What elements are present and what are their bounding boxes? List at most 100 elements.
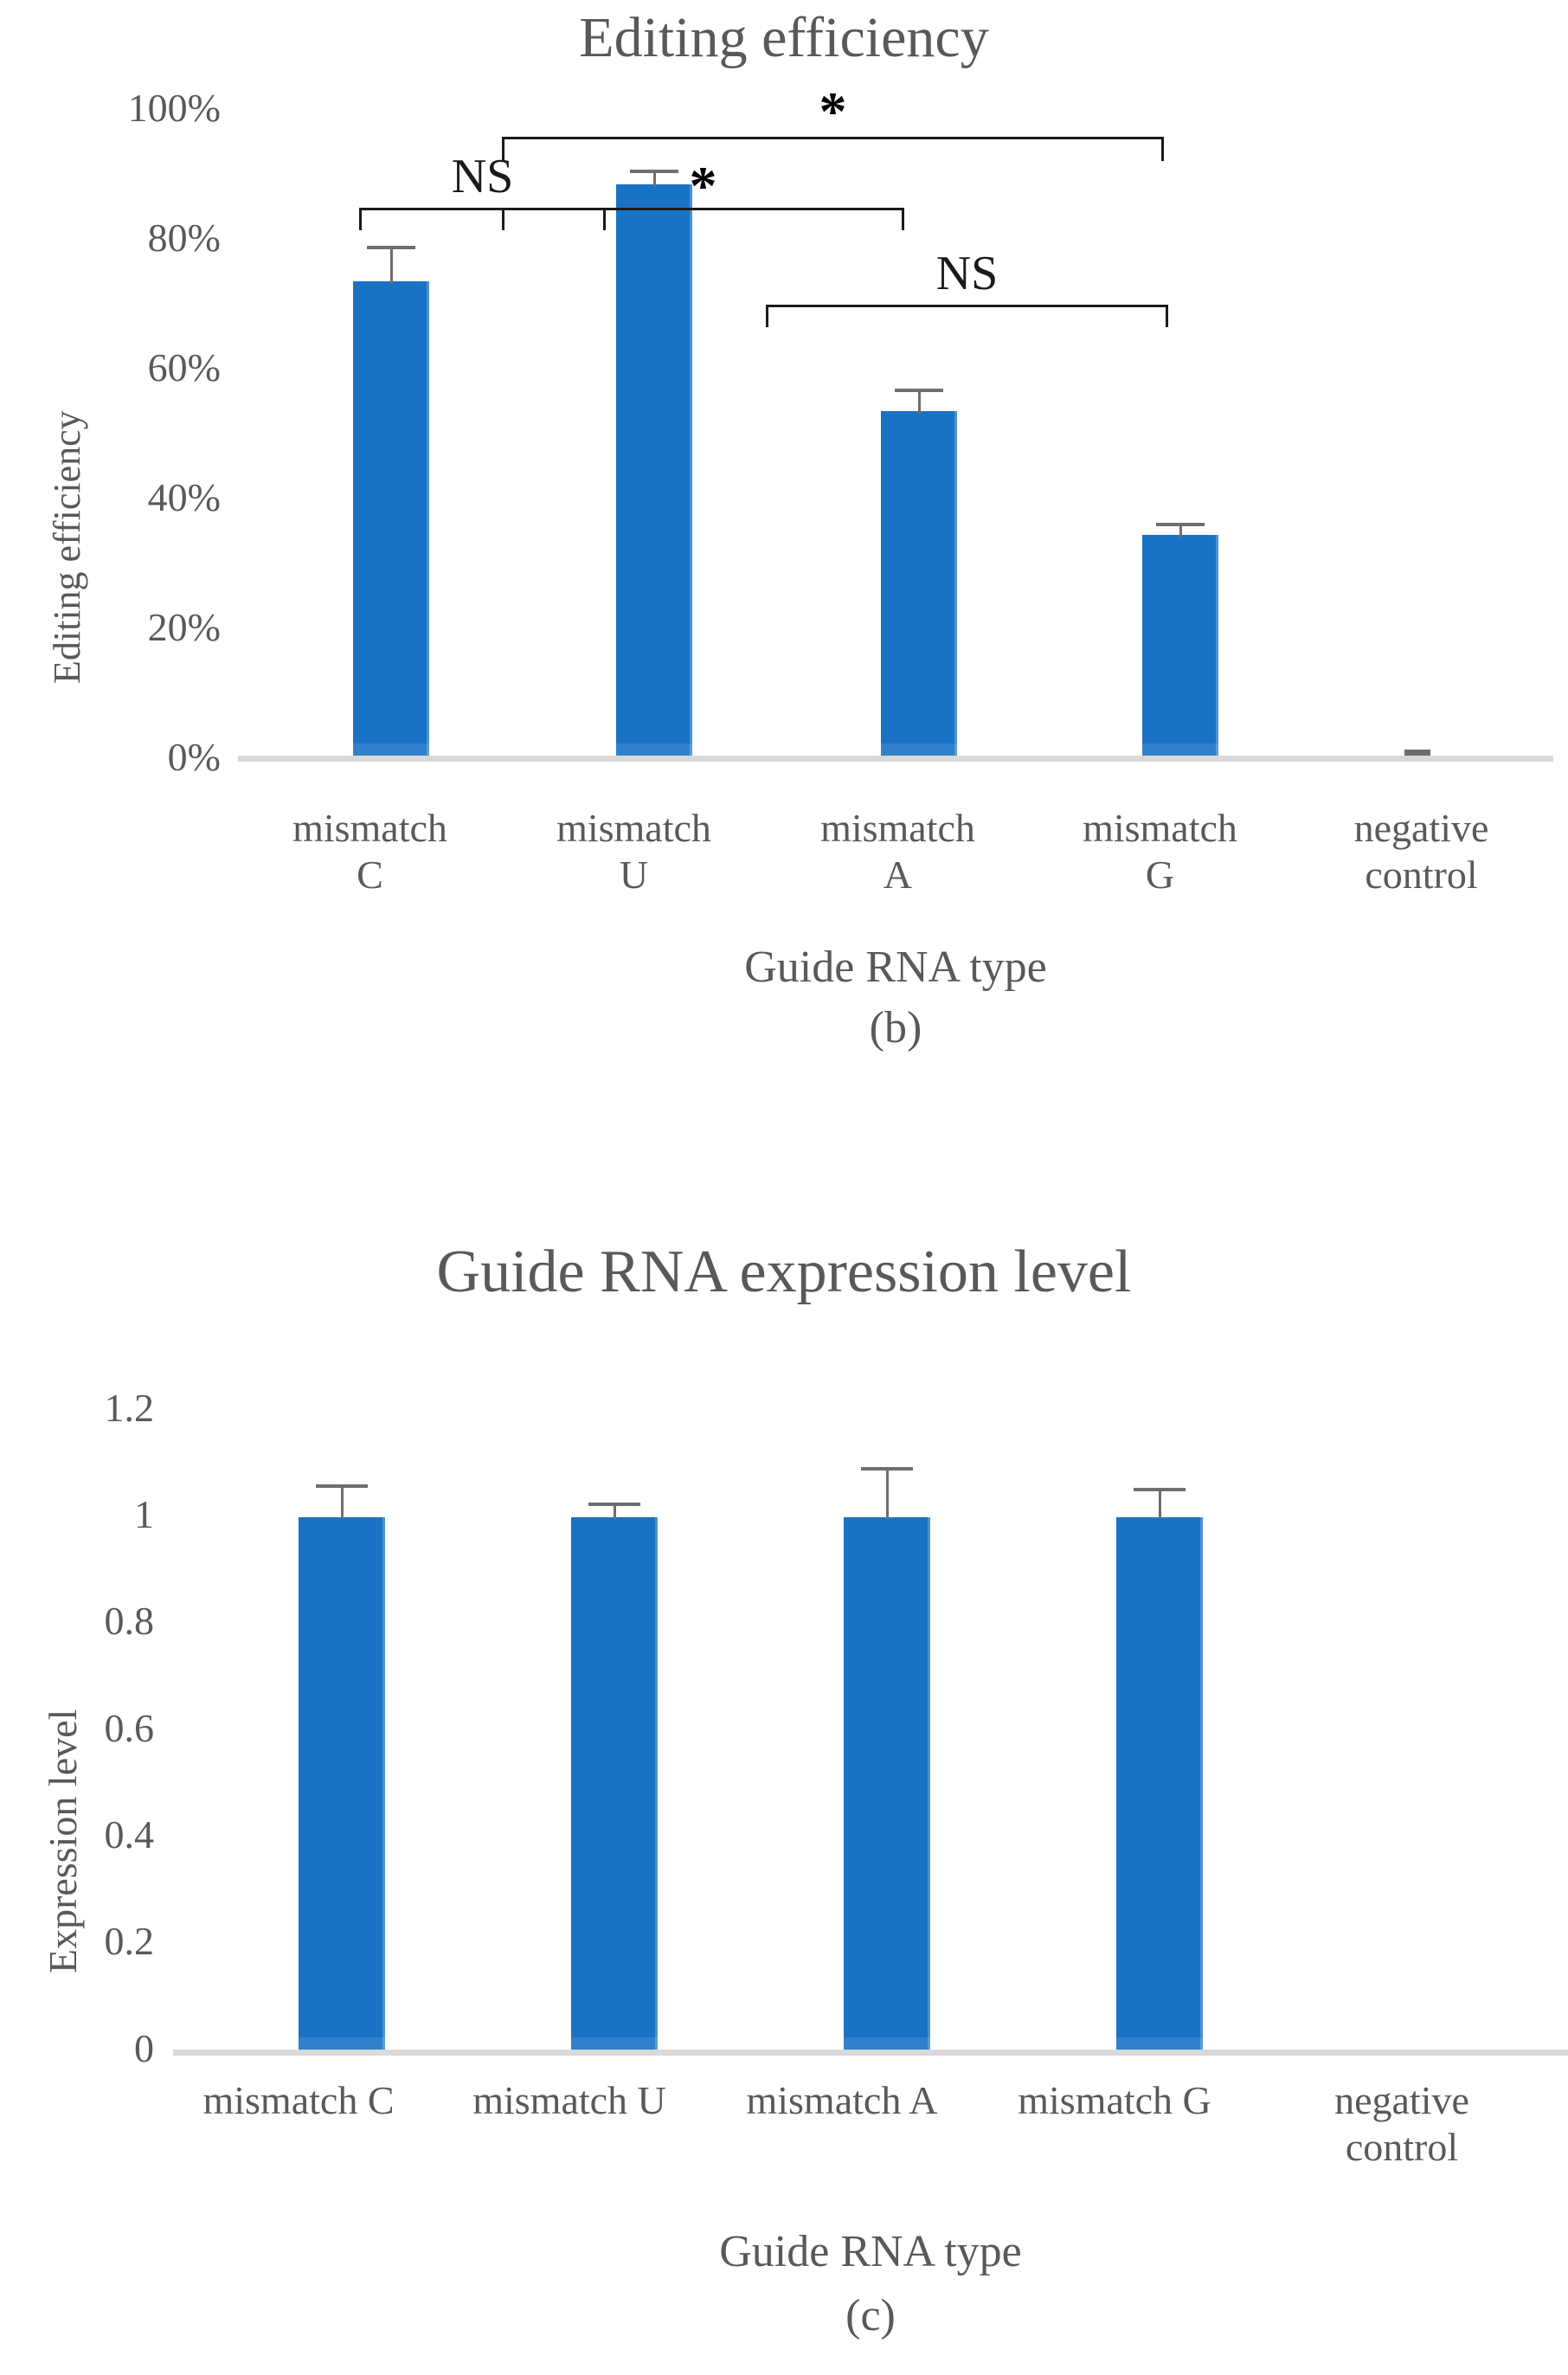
bar-mismatch-u	[616, 184, 692, 756]
x-tick-line: mismatch A	[746, 2078, 938, 2122]
error-bar-cap	[895, 389, 943, 392]
bar-edge	[382, 1517, 385, 2050]
x-axis-line	[173, 2050, 1568, 2056]
y-tick-label: 0.8	[104, 1599, 155, 1643]
error-bar-stem	[652, 170, 656, 187]
significance-label-star-u-g: *	[819, 80, 847, 142]
x-tick-line: mismatch	[292, 806, 447, 850]
x-tick-line: A	[883, 853, 913, 898]
error-bar-cap	[1134, 1488, 1186, 1491]
error-bar-mismatch-c	[367, 246, 415, 284]
bar-sheen	[1116, 2037, 1203, 2050]
x-tick-line: control	[1365, 853, 1478, 898]
y-tick-label: 1.2	[104, 1386, 155, 1430]
panel-caption-b: (b)	[869, 1003, 922, 1052]
error-bar-stem	[613, 1503, 616, 1519]
x-tick-label-mismatch-u: mismatch U	[444, 2077, 695, 2124]
error-bar-stem	[1158, 1488, 1161, 1519]
x-tick-line: mismatch	[556, 806, 711, 850]
bar-sheen	[299, 2037, 385, 2050]
bar-mismatch-c	[353, 281, 429, 756]
bar-edge	[690, 184, 692, 756]
bar-sheen	[881, 743, 957, 756]
x-axis-line	[238, 756, 1553, 762]
error-bar-stem	[885, 1467, 889, 1519]
x-tick-label-mismatch-g: mismatch G	[989, 2077, 1240, 2124]
y-tick-label: 80%	[147, 216, 221, 260]
error-bar-mismatch-u	[588, 1503, 640, 1519]
bar-mismatch-a	[881, 411, 957, 756]
bar-edge	[954, 411, 957, 756]
bar-mismatch-c	[299, 1517, 385, 2050]
error-bar-mismatch-a	[895, 389, 943, 414]
x-tick-label-negative-control: negative control	[1298, 805, 1545, 899]
bar-mismatch-u	[571, 1517, 658, 2050]
error-bar-mismatch-c	[316, 1484, 368, 1519]
x-tick-line: C	[357, 853, 383, 898]
y-tick-label: 60%	[147, 345, 221, 389]
chart-title-editing-efficiency: Editing efficiency	[579, 6, 989, 69]
y-tick-label: 0	[134, 2026, 154, 2070]
error-bar-mismatch-a	[861, 1467, 913, 1519]
error-bar-cap	[316, 1484, 368, 1488]
bar-mismatch-a	[844, 1517, 930, 2050]
y-tick-label: 40%	[147, 475, 221, 519]
bar-mismatch-g	[1116, 1517, 1203, 2050]
x-tick-label-mismatch-u: mismatch U	[511, 805, 757, 899]
error-bar-cap	[367, 246, 415, 249]
bar-edge	[655, 1517, 658, 2050]
chart-guide-rna-expression-level: Guide RNA expression level Expression le…	[0, 1212, 1568, 2375]
y-tick-label: 1	[134, 1492, 154, 1536]
bar-edge	[1200, 1517, 1203, 2050]
bar-mismatch-g	[1142, 535, 1218, 756]
x-tick-label-mismatch-c: mismatch C	[173, 2077, 424, 2124]
error-bar-cap	[630, 170, 678, 173]
bar-sheen	[571, 2037, 658, 2050]
error-bar-mismatch-u	[630, 170, 678, 187]
bar-edge	[427, 281, 429, 756]
chart-title-guide-rna-expression-level: Guide RNA expression level	[436, 1239, 1132, 1305]
x-tick-line: mismatch	[820, 806, 975, 850]
x-tick-line: mismatch	[1083, 806, 1237, 850]
significance-bracket-u-a	[502, 208, 904, 230]
error-bar-stem	[917, 389, 921, 414]
y-tick-label: 0%	[167, 735, 221, 779]
significance-bracket-a-g	[766, 305, 1168, 327]
significance-label-ns-a-g: NS	[935, 247, 999, 300]
x-tick-label-mismatch-c: mismatch C	[247, 805, 493, 899]
x-tick-line: mismatch G	[1018, 2078, 1211, 2122]
y-tick-label: 0.4	[104, 1812, 155, 1857]
bar-sheen	[844, 2037, 930, 2050]
x-tick-label-mismatch-a: mismatch A	[717, 2077, 967, 2124]
y-tick-label: 20%	[147, 605, 221, 649]
x-tick-label-negative-control: negative control	[1276, 2077, 1527, 2172]
error-bar-cap	[861, 1467, 913, 1471]
bar-sheen	[1142, 743, 1218, 756]
x-tick-line: mismatch U	[472, 2078, 666, 2122]
y-tick-label: 0.6	[104, 1706, 155, 1750]
bar-edge	[928, 1517, 930, 2050]
x-tick-line: negative	[1334, 2078, 1469, 2122]
x-tick-line: mismatch C	[202, 2078, 395, 2122]
bar-sheen	[616, 743, 692, 756]
chart-editing-efficiency: Editing efficiency Editing efficiency 10…	[0, 0, 1568, 1056]
y-tick-label: 0.2	[104, 1919, 155, 1963]
error-bar-cap	[588, 1503, 640, 1506]
plot-area-expression-level	[173, 1402, 1568, 2077]
x-axis-title-expression-level: Guide RNA type	[719, 2227, 1022, 2276]
error-bar-mismatch-g	[1156, 523, 1205, 537]
bar-negative-control	[1404, 750, 1430, 756]
y-tick-label: 100%	[127, 86, 221, 130]
x-tick-line: negative	[1353, 806, 1489, 850]
error-bar-stem	[340, 1484, 344, 1519]
panel-caption-c: (c)	[845, 2291, 896, 2340]
x-tick-line: U	[619, 853, 649, 898]
x-tick-line: control	[1345, 2125, 1459, 2170]
x-tick-line: G	[1145, 853, 1175, 898]
bar-edge	[1216, 535, 1218, 756]
plot-area-editing-efficiency: NS * * NS	[238, 80, 1553, 770]
error-bar-mismatch-g	[1134, 1488, 1186, 1519]
error-bar-cap	[1156, 523, 1205, 526]
significance-label-star-u-a: *	[689, 155, 717, 216]
